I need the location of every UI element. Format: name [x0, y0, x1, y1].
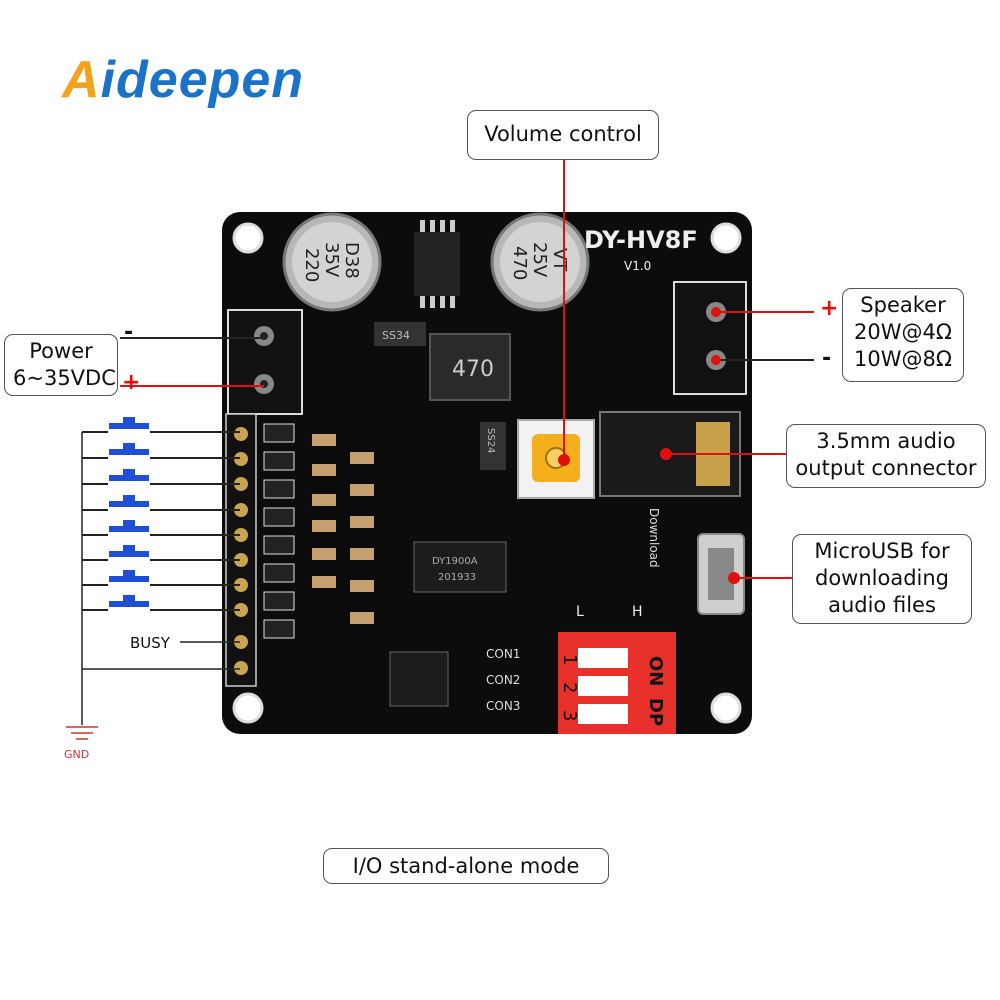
- push-button: [82, 595, 240, 611]
- dip-num-0: 1: [559, 654, 580, 665]
- push-button: [82, 570, 240, 586]
- power-line-1: Power: [29, 339, 93, 363]
- cap-right-text-1: 25V: [529, 242, 550, 278]
- circuit-board: 220 35V D38 470 25V VT DY-HV8F V1.0 470 …: [222, 212, 752, 734]
- con-label-2: CON3: [486, 699, 520, 713]
- speaker-line-3: 10W@8Ω: [854, 347, 952, 371]
- callout-speaker: Speaker 20W@4Ω 10W@8Ω: [842, 288, 964, 382]
- push-button: [82, 469, 240, 485]
- chip-text-0: DY1900A: [432, 556, 478, 567]
- header-pins: [225, 413, 257, 687]
- chip-text-1: 201933: [438, 572, 476, 583]
- speaker-minus-sign: -: [822, 346, 832, 371]
- logo-initial: A: [62, 51, 101, 109]
- push-buttons: [82, 417, 240, 611]
- push-button: [82, 520, 240, 536]
- volume-label: Volume control: [484, 122, 642, 146]
- speaker-line-1: Speaker: [860, 293, 946, 317]
- push-button: [82, 495, 240, 511]
- brand-logo: Aideepen: [62, 50, 304, 110]
- mode-label: I/O stand-alone mode: [352, 854, 580, 878]
- usb-line-1: MicroUSB for: [814, 539, 950, 563]
- dip-num-1: 2: [559, 682, 580, 693]
- ic-top: [414, 232, 460, 296]
- board-version: V1.0: [624, 259, 651, 273]
- ic-bottom: [389, 651, 449, 707]
- con-label-0: CON1: [486, 647, 520, 661]
- callout-audio-output: 3.5mm audio output connector: [786, 424, 986, 488]
- callout-micro-usb: MicroUSB for downloading audio files: [792, 534, 972, 624]
- download-label: Download: [647, 508, 661, 568]
- callout-power: Power 6~35VDC: [4, 334, 118, 396]
- diode-2-text: SS24: [485, 428, 496, 453]
- cap-right-text-0: 470: [509, 246, 530, 280]
- power-minus-sign: -: [124, 320, 134, 345]
- board-model: DY-HV8F: [584, 226, 698, 254]
- speaker-plus-sign: +: [820, 296, 839, 321]
- power-plus-sign: +: [122, 370, 141, 395]
- push-button: [82, 545, 240, 561]
- main-chip: [413, 541, 507, 593]
- inductor-text: 470: [452, 357, 494, 382]
- diode-2: [480, 422, 506, 470]
- usb-line-2: downloading: [814, 566, 950, 590]
- speaker-terminal: [673, 281, 747, 395]
- gnd-label: GND: [64, 748, 90, 761]
- cap-left-text-0: 220: [301, 248, 322, 282]
- dip-on: ON: [645, 656, 666, 686]
- capacitor-left: 220 35V D38: [282, 212, 382, 312]
- push-button: [82, 417, 240, 433]
- usb-line-3: audio files: [828, 593, 936, 617]
- audio-line-1: 3.5mm audio: [816, 429, 956, 453]
- diode-1-text: SS34: [382, 329, 410, 342]
- callout-io-mode: I/O stand-alone mode: [323, 848, 609, 884]
- board-pcb: [222, 212, 752, 734]
- logo-text: ideepen: [100, 51, 305, 109]
- inductor: [429, 333, 511, 401]
- speaker-line-2: 20W@4Ω: [854, 320, 952, 344]
- dip-l: L: [576, 604, 584, 620]
- dip-h: H: [632, 604, 643, 620]
- dip-num-2: 3: [559, 710, 580, 721]
- cap-left-text-2: D38: [341, 242, 362, 279]
- power-line-2: 6~35VDC: [13, 366, 116, 390]
- audio-line-2: output connector: [795, 456, 977, 480]
- diode-1: [374, 322, 426, 346]
- cap-left-text-1: 35V: [321, 242, 342, 278]
- dip-dp: DP: [645, 698, 666, 726]
- callout-volume-control: Volume control: [467, 110, 659, 160]
- con-label-1: CON2: [486, 673, 520, 687]
- mounting-holes: [232, 222, 742, 724]
- push-button: [82, 443, 240, 459]
- busy-label: BUSY: [130, 634, 170, 652]
